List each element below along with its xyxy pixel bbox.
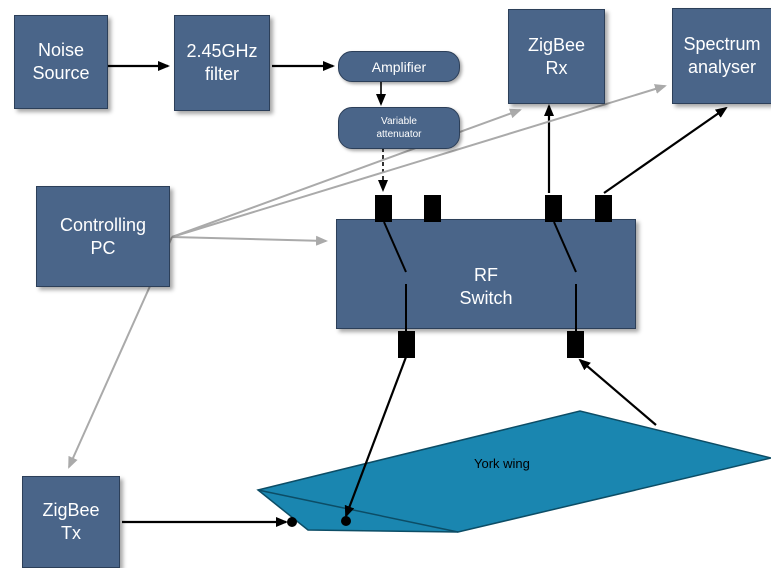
control-arrow-to-switch	[171, 235, 328, 246]
arrow-wing-to-switch	[578, 358, 657, 426]
wing-point-rx	[341, 516, 351, 526]
wing-point-tx	[287, 517, 297, 527]
york-wing-label: York wing	[474, 456, 530, 471]
rf-port-out-spectrum	[595, 195, 612, 222]
zigbee-tx-box: ZigBee Tx	[22, 476, 120, 568]
rf-port-bottom-2	[567, 331, 584, 358]
rf-port-bottom-1	[398, 331, 415, 358]
york-wing-edge	[257, 489, 459, 533]
rf-port-in-2	[424, 195, 441, 222]
noise-source-box: Noise Source	[14, 15, 108, 109]
york-wing-shape	[256, 410, 771, 533]
arrow-switch-to-spectrum	[603, 106, 728, 194]
rf-switch-box: RF Switch	[336, 219, 636, 329]
switch-blade-left	[383, 221, 407, 273]
controlling-pc-box: Controlling PC	[36, 186, 170, 287]
rf-port-out-rx	[545, 195, 562, 222]
filter-box: 2.45GHz filter	[174, 15, 270, 111]
attenuator-box: Variable attenuator	[338, 107, 460, 149]
control-arrow-to-spectrum	[171, 84, 667, 238]
amplifier-box: Amplifier	[338, 51, 460, 82]
arrow-switch-to-wing	[344, 356, 408, 518]
zigbee-rx-box: ZigBee Rx	[508, 9, 605, 104]
rf-port-in-1	[375, 195, 392, 222]
control-arrow-to-zigbee-rx	[171, 108, 522, 238]
spectrum-analyser-box: Spectrum analyser	[672, 8, 771, 104]
switch-blade-right	[553, 221, 577, 273]
